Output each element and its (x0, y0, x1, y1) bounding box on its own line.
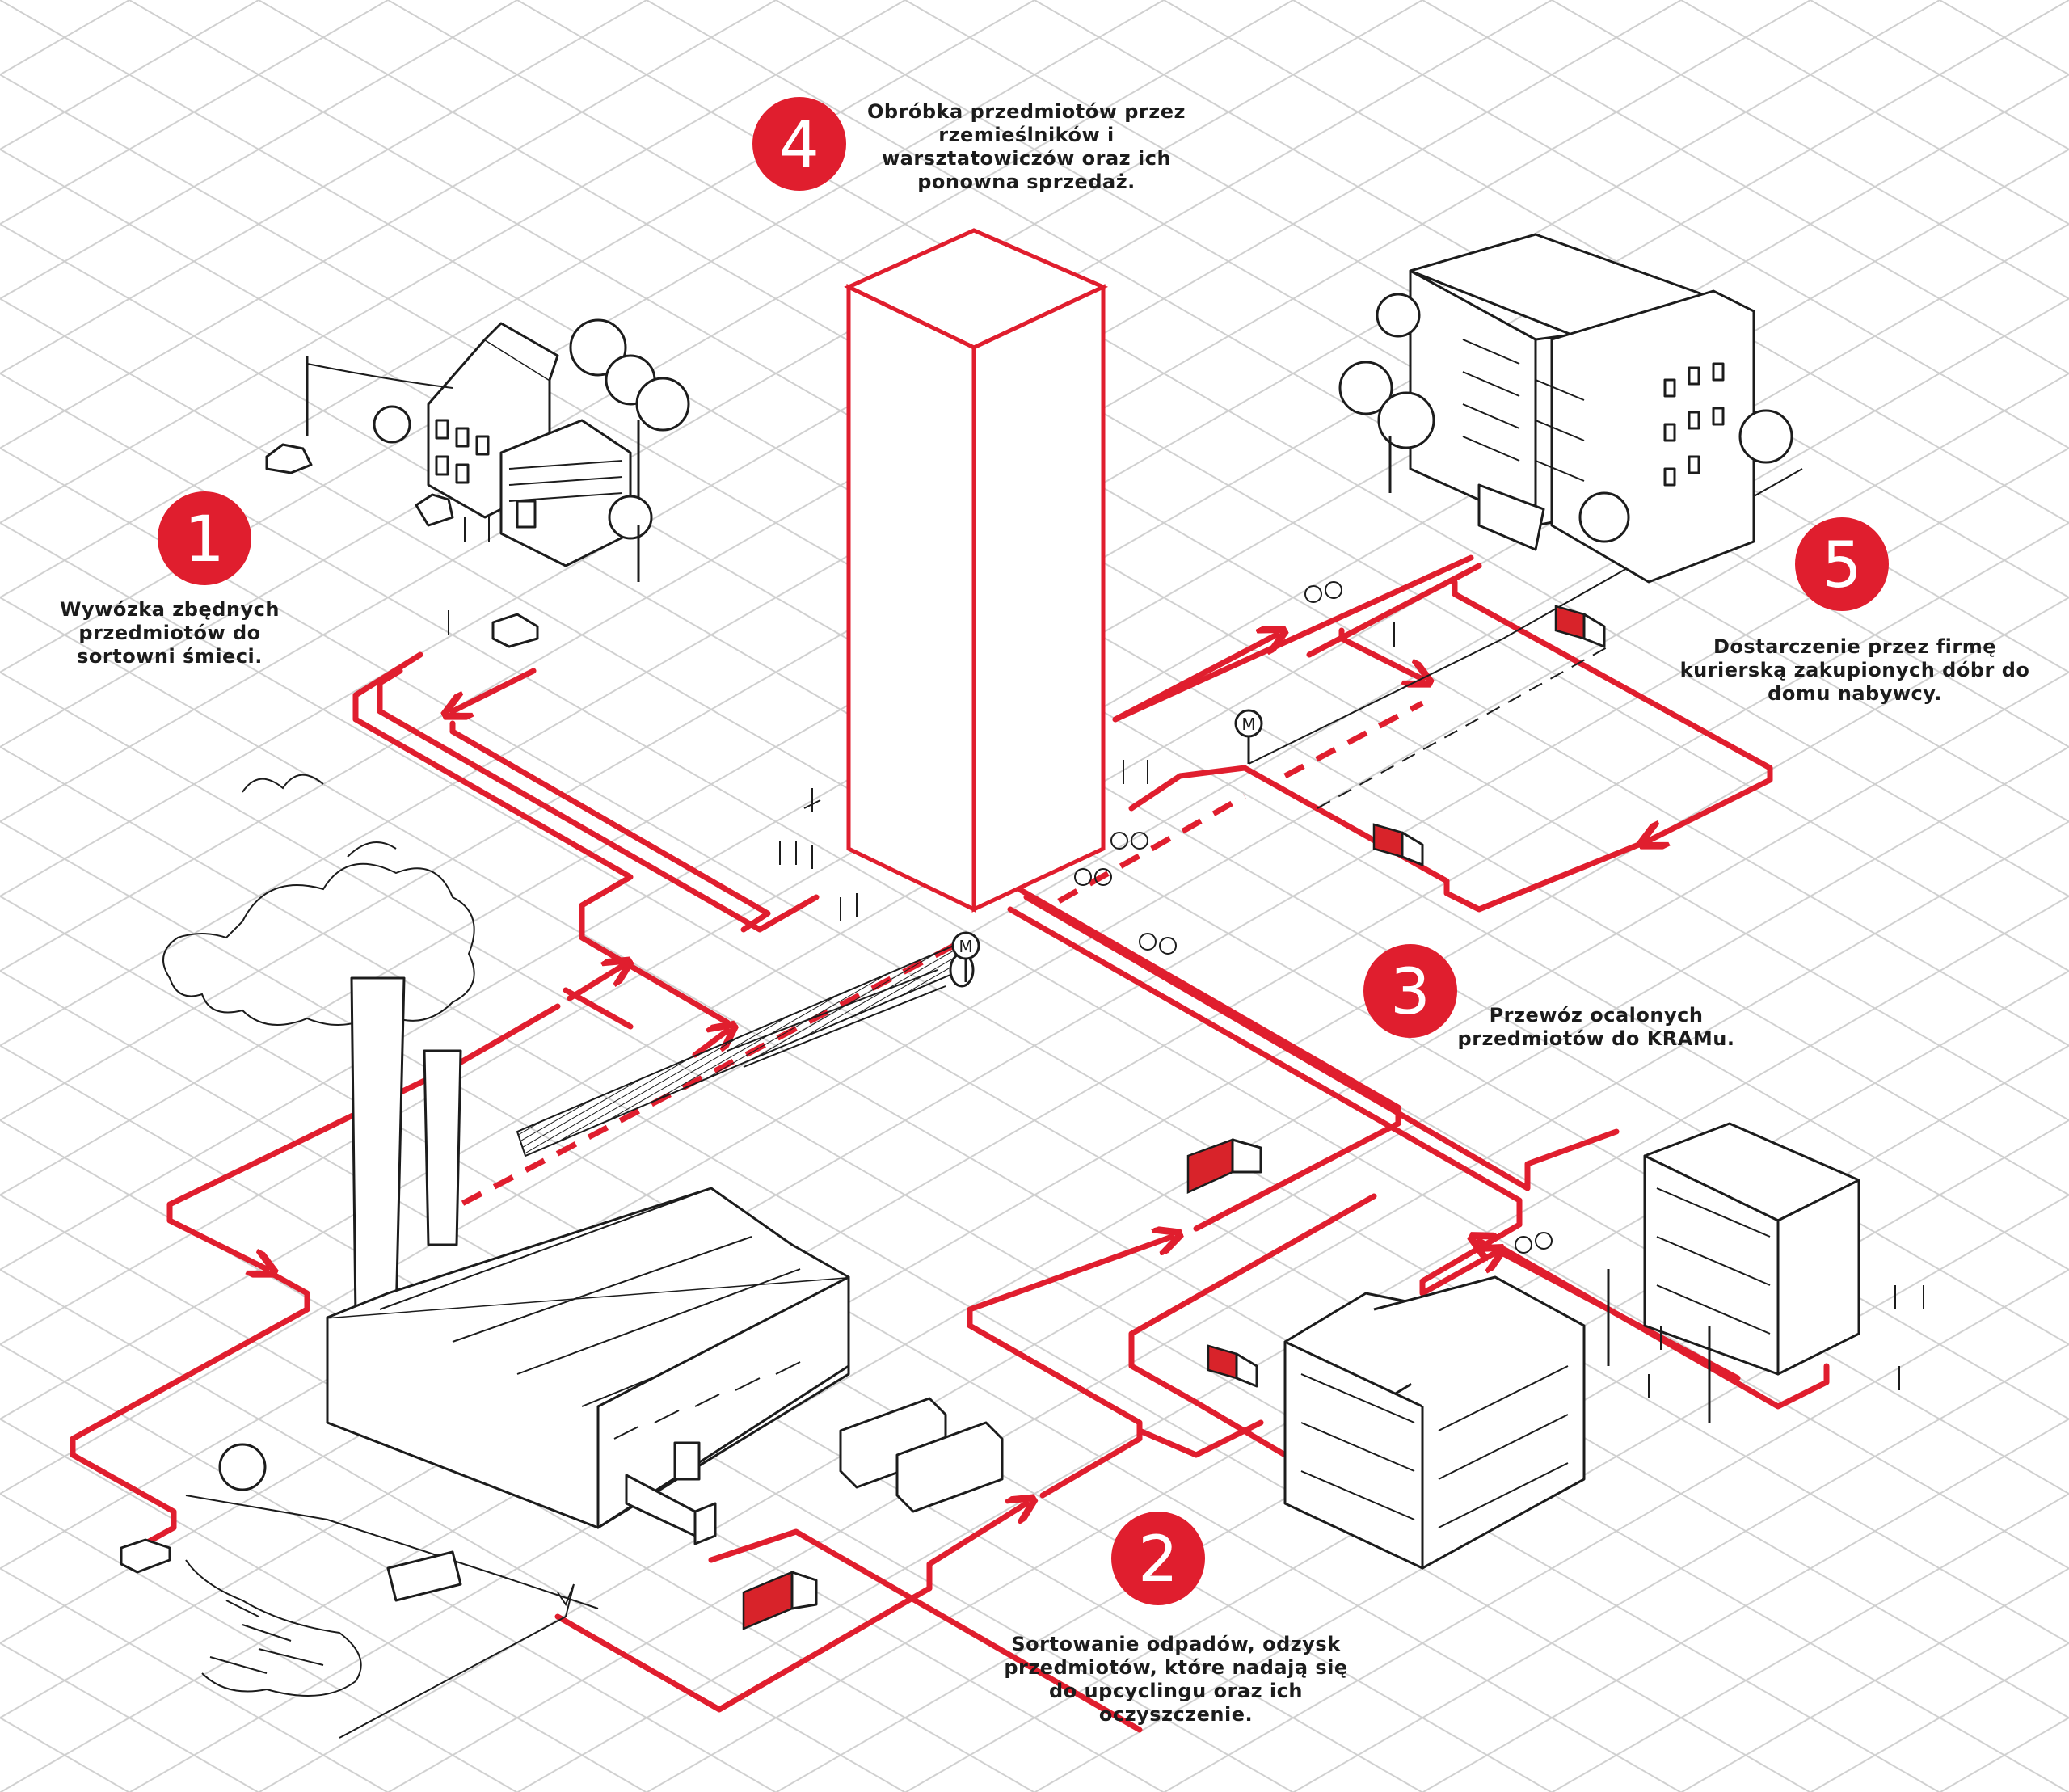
townhouse-buildings (1283, 1122, 1860, 1570)
metro-sign-letter: M (959, 937, 972, 956)
route-network (70, 554, 1830, 1733)
underground-tunnel (516, 944, 975, 1157)
svg-text:4: 4 (779, 109, 820, 182)
metro-sign-icon: M (1234, 709, 1263, 764)
truck-icon (1186, 1138, 1262, 1194)
step-2-caption: Sortowanie odpadów, odzysk przedmiotów, … (1004, 1633, 1348, 1726)
svg-text:5: 5 (1822, 529, 1862, 602)
truck-icon (742, 1571, 818, 1630)
step-4-caption: Obróbka przedmiotów przez rzemieślników … (867, 100, 1186, 193)
car-icon (265, 443, 539, 648)
metro-sign-letter: M (1241, 715, 1255, 734)
step-4-badge: 4 (752, 97, 846, 191)
tree-icon (373, 318, 690, 582)
step-2-badge: 2 (1111, 1512, 1205, 1605)
tower-building (844, 228, 1109, 913)
bicycle-icon (1074, 581, 1553, 1254)
truck-icon (1207, 1344, 1258, 1388)
truck-icon (625, 1397, 1004, 1545)
landfill (185, 1443, 599, 1739)
step-5-caption: Dostarczenie przez firmę kurierską zakup… (1679, 635, 2030, 705)
street-line-dashed (1317, 646, 1609, 809)
step-5-badge: 5 (1795, 517, 1889, 611)
step-3-badge: 3 (1363, 944, 1457, 1038)
factory-building (326, 976, 850, 1529)
svg-text:2: 2 (1138, 1524, 1178, 1596)
suburban-houses (306, 322, 632, 567)
truck-icon (1554, 605, 1606, 648)
car-icon (120, 1538, 171, 1574)
truck-icon (1372, 823, 1424, 866)
step-1-caption: Wywózka zbędnych przedmiotów do sortowni… (60, 598, 280, 668)
step-1-badge: 1 (158, 491, 251, 585)
tree-icon (1338, 293, 1793, 543)
metro-sign-icon: M (951, 931, 980, 982)
svg-text:3: 3 (1390, 956, 1431, 1029)
svg-text:1: 1 (184, 504, 225, 576)
step-3-caption: Przewóz ocalonych przedmiotów do KRAMu. (1457, 1004, 1735, 1050)
person-icon (448, 517, 1924, 1398)
